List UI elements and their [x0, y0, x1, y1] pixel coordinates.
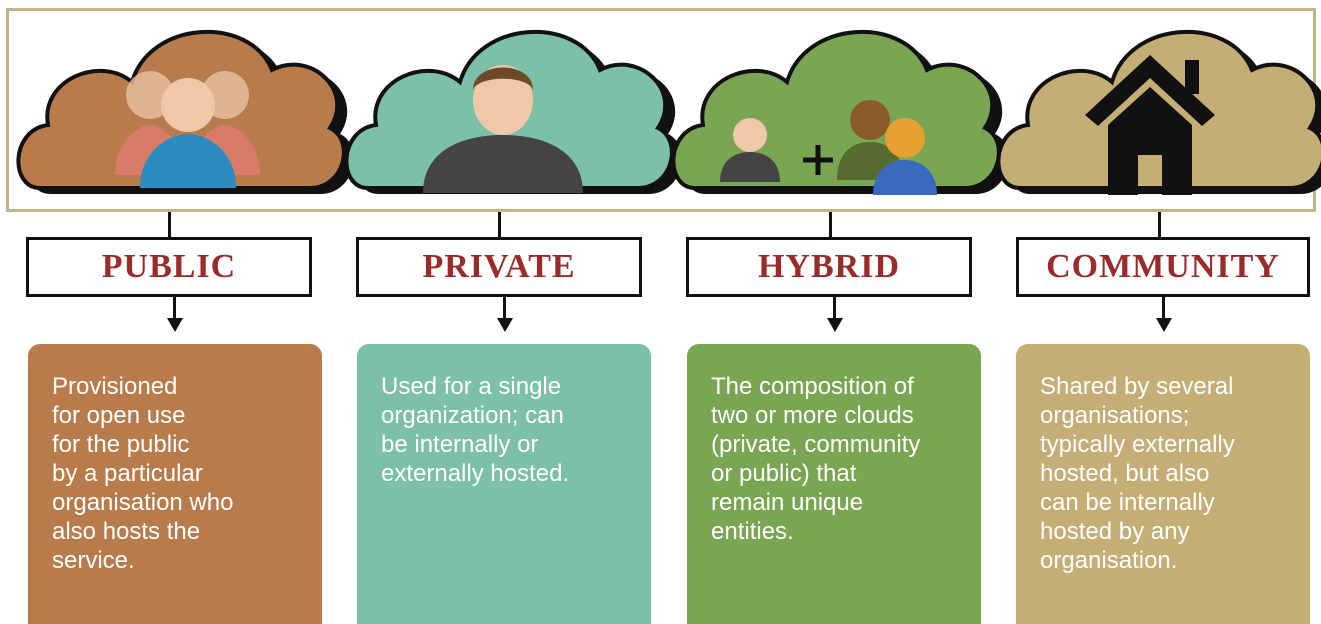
public-connector [168, 212, 171, 237]
public-cloud-icon [10, 10, 354, 210]
community-arrow-shaft [1162, 297, 1165, 319]
hybrid-arrow-head [827, 318, 843, 332]
private-arrow-head [497, 318, 513, 332]
community-arrow-head [1156, 318, 1172, 332]
community-label: COMMUNITY [1016, 237, 1310, 297]
community-cloud-icon [990, 10, 1321, 210]
community-description: Shared by several organisations; typical… [1016, 344, 1310, 624]
community-connector [1158, 212, 1161, 237]
hybrid-connector [829, 212, 832, 237]
public-label: PUBLIC [26, 237, 312, 297]
private-description: Used for a single organization; can be i… [357, 344, 651, 624]
public-arrow-shaft [173, 297, 176, 319]
public-description: Provisioned for open use for the public … [28, 344, 322, 624]
private-connector [498, 212, 501, 237]
private-cloud-icon [338, 10, 682, 210]
private-label: PRIVATE [356, 237, 642, 297]
hybrid-cloud-icon [665, 10, 1009, 210]
public-arrow-head [167, 318, 183, 332]
hybrid-arrow-shaft [833, 297, 836, 319]
hybrid-description: The composition of two or more clouds (p… [687, 344, 981, 624]
private-arrow-shaft [503, 297, 506, 319]
hybrid-label: HYBRID [686, 237, 972, 297]
